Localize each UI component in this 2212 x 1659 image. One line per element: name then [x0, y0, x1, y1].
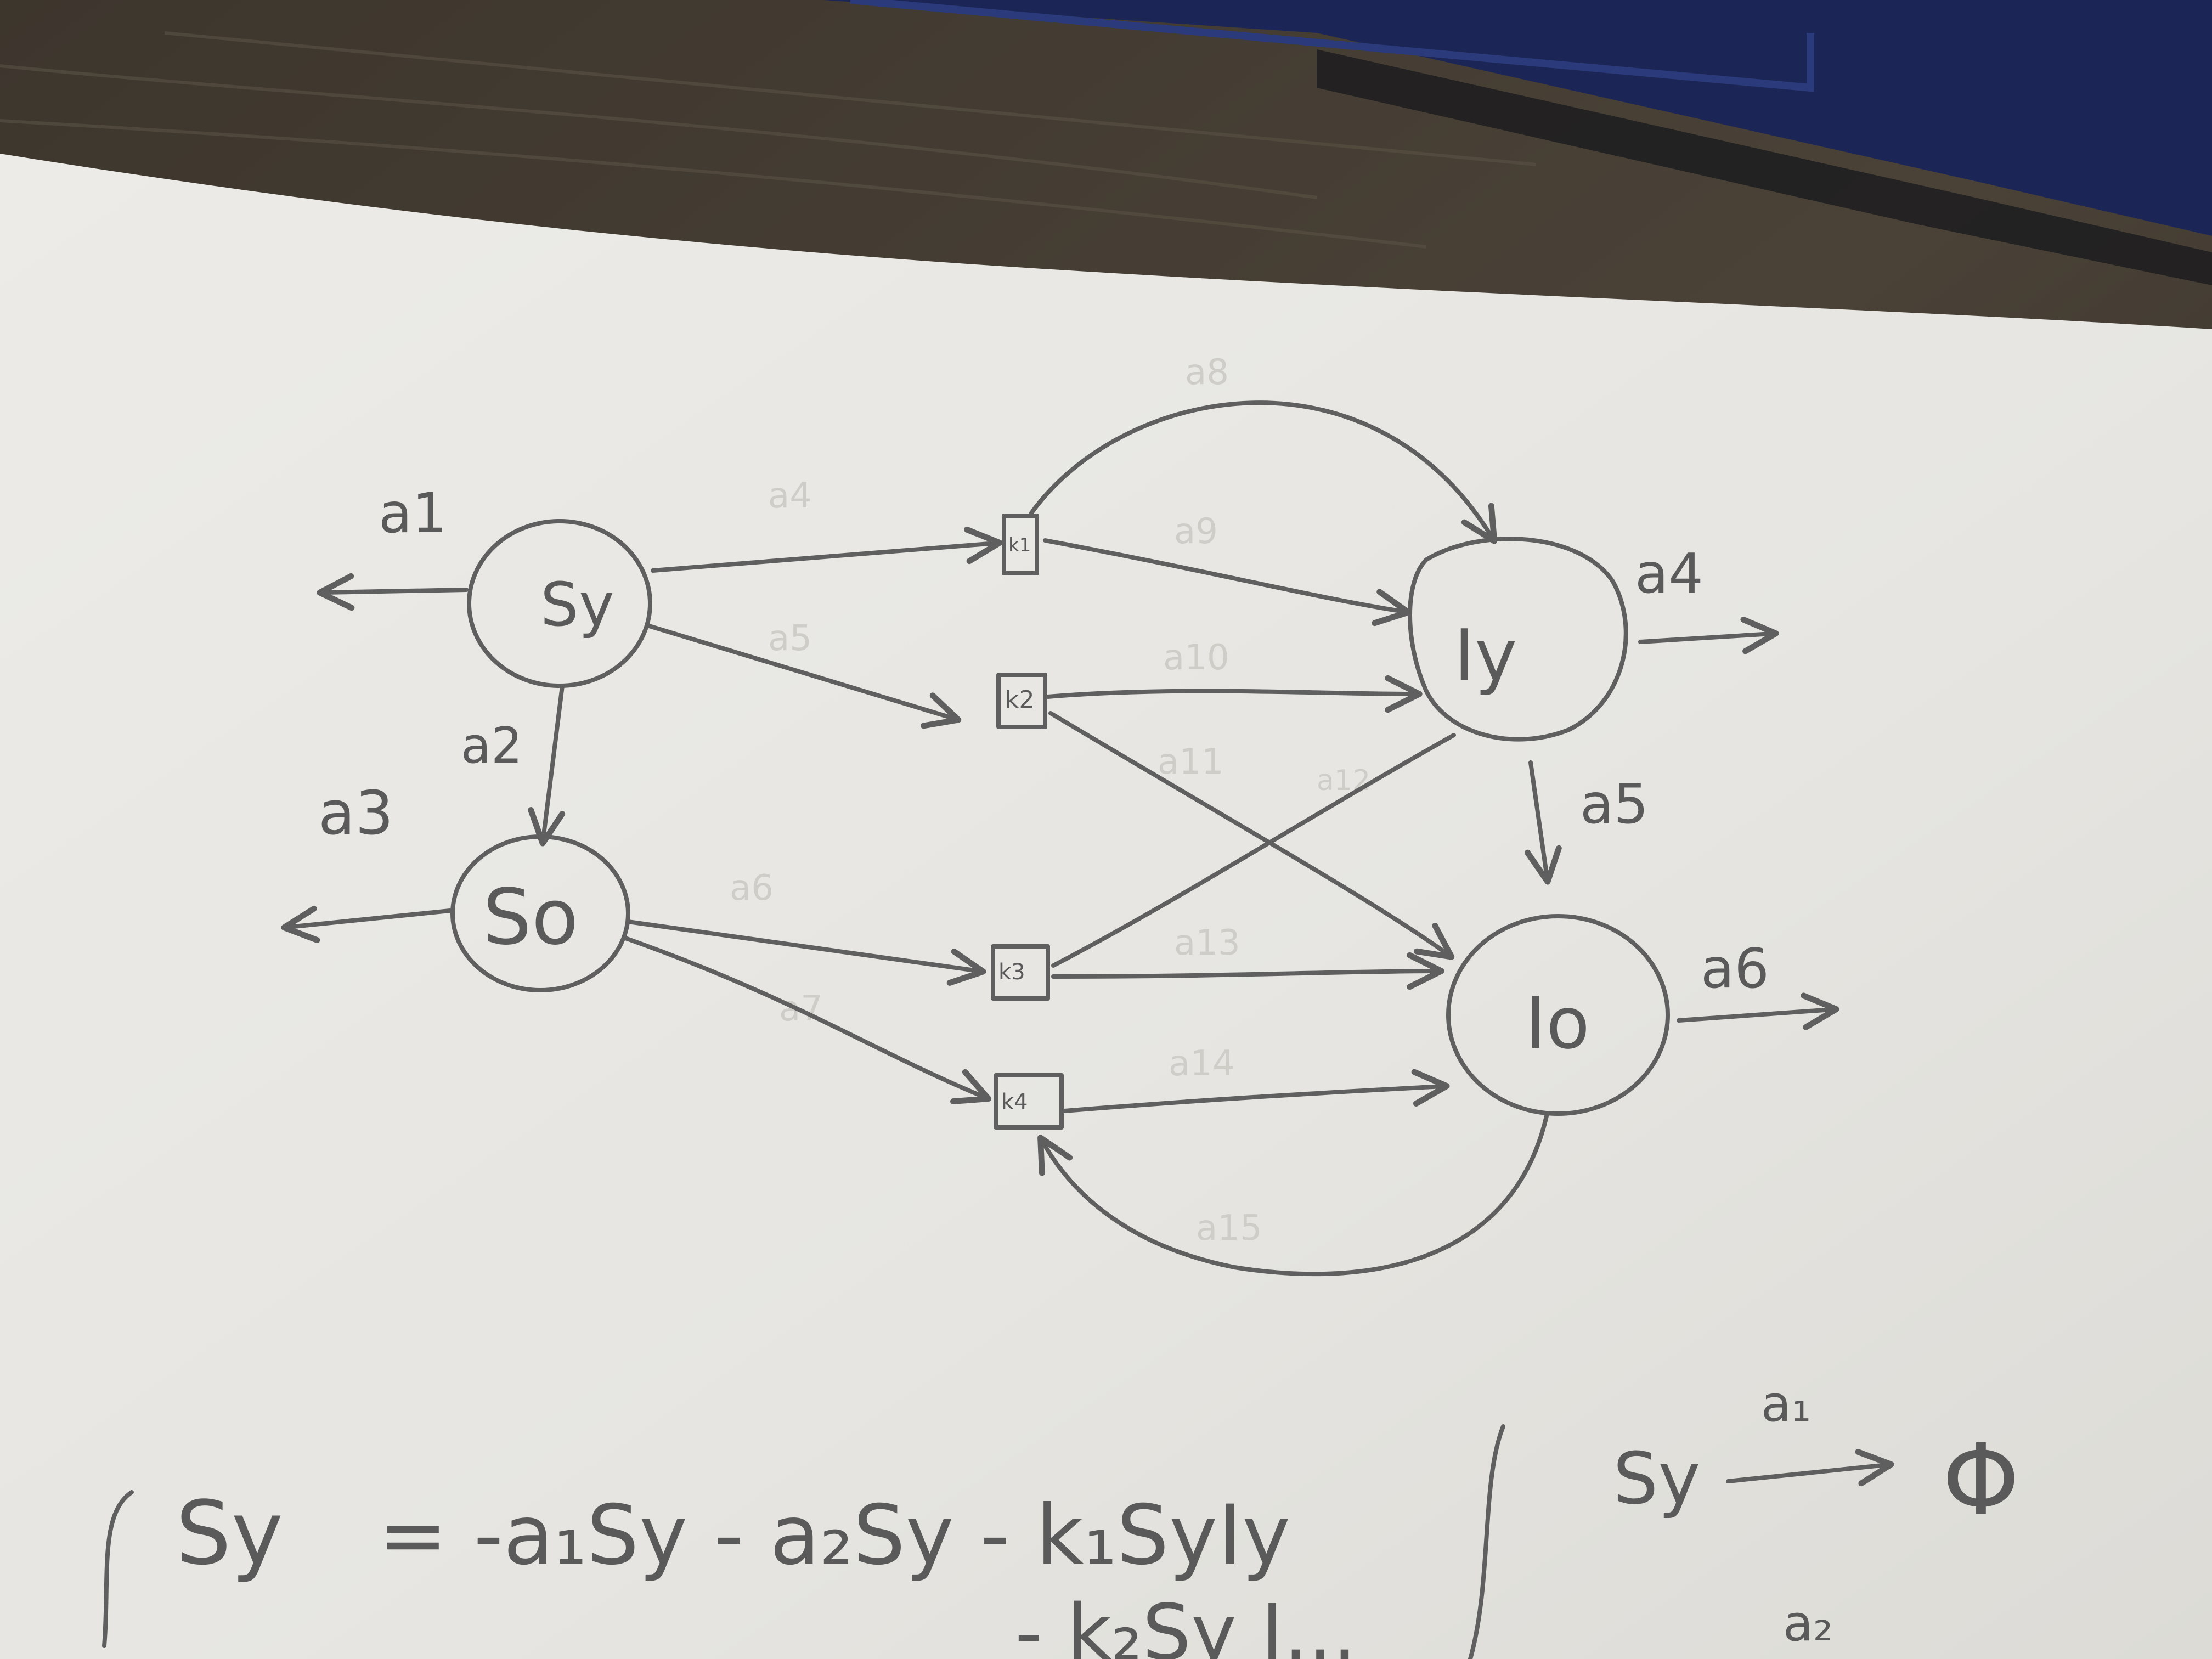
faint-label-a4: a4	[768, 476, 812, 516]
faint-label-a8: a8	[1185, 352, 1229, 393]
node-io-label: Io	[1525, 981, 1590, 1065]
edge-iy-k3	[1051, 733, 1456, 968]
edge-sy-k2	[645, 623, 962, 729]
equation-block: Sy = -a₁Sy - a₂Sy - k₁SyIy - k₂Sy I... S…	[102, 1375, 2020, 1659]
edge-k3-io	[1051, 952, 1444, 990]
reaction-rate-bottom: a₂	[1783, 1595, 1833, 1652]
arrow-a6	[1677, 992, 1839, 1030]
arrow-a5	[1524, 760, 1562, 885]
edge-k2-iy	[1046, 675, 1423, 713]
laptop	[823, 0, 2212, 236]
edge-k1-iy-top	[1029, 400, 1498, 544]
laptop-shadow	[1317, 49, 2212, 285]
arrow-a1	[317, 573, 469, 611]
faint-label-a13: a13	[1174, 923, 1240, 963]
rate-a2: a2	[461, 717, 522, 775]
brace-left	[102, 1490, 134, 1648]
rate-a6: a6	[1701, 936, 1769, 1001]
k1-box: k1	[1002, 514, 1039, 575]
node-io	[1446, 914, 1670, 1116]
k4-label: k4	[1001, 1090, 1028, 1115]
reaction-rate-top: a₁	[1761, 1375, 1811, 1433]
k4-box: k4	[994, 1073, 1064, 1130]
arrow-a2	[528, 684, 566, 847]
faint-label-a5: a5	[768, 618, 812, 659]
edge-io-k4-loop	[1037, 1111, 1549, 1277]
brace-right	[1468, 1424, 1505, 1659]
edge-k2-io	[1048, 711, 1455, 960]
node-iy-label: Iy	[1454, 614, 1517, 697]
reaction-species: Sy	[1613, 1437, 1700, 1520]
faint-label-a14: a14	[1169, 1043, 1235, 1084]
reaction-arrow	[1726, 1449, 1894, 1487]
k1-label: k1	[1008, 534, 1031, 556]
compartment-diagram: a4 a5 a6 a7 a8 a9 a10 a11 a12 a13 a14 a1…	[281, 352, 1839, 1277]
node-sy-label: Sy	[540, 569, 614, 640]
faint-label-a6: a6	[730, 868, 774, 909]
laptop-edge	[850, 0, 1814, 92]
paper-sheet	[0, 154, 2212, 1659]
equation-line2: - k₂Sy I...	[1015, 1588, 1357, 1659]
faint-label-a11: a11	[1158, 742, 1224, 782]
node-so-label: So	[483, 873, 579, 962]
edge-k4-io	[1062, 1069, 1450, 1113]
arrow-a4	[1638, 616, 1779, 654]
faint-label-a12: a12	[1317, 764, 1370, 797]
reaction-product: Φ	[1942, 1423, 2020, 1538]
rate-a4: a4	[1635, 541, 1703, 606]
faint-label-a9: a9	[1174, 511, 1218, 552]
k2-box: k2	[996, 673, 1047, 729]
k3-box: k3	[991, 944, 1050, 1001]
rate-a1: a1	[379, 481, 447, 545]
edge-so-k4	[623, 936, 992, 1104]
k2-label: k2	[1005, 686, 1034, 714]
edge-so-k3	[626, 919, 986, 986]
rate-a3: a3	[318, 778, 393, 848]
node-sy	[467, 519, 652, 688]
rate-a5: a5	[1580, 772, 1649, 836]
equation-lhs: Sy	[176, 1482, 283, 1584]
faint-labels: a4 a5 a6 a7 a8 a9 a10 a11 a12 a13 a14 a1…	[730, 352, 1370, 1249]
edge-sy-k1	[651, 526, 1003, 573]
faint-label-a10: a10	[1163, 637, 1229, 678]
edge-k1-iy	[1043, 538, 1412, 627]
equation-rhs: = -a₁Sy - a₂Sy - k₁SyIy	[379, 1488, 1291, 1583]
faint-label-a15: a15	[1196, 1208, 1262, 1249]
node-iy	[1408, 537, 1628, 742]
k3-label: k3	[998, 960, 1025, 985]
arrow-a3	[281, 905, 452, 943]
